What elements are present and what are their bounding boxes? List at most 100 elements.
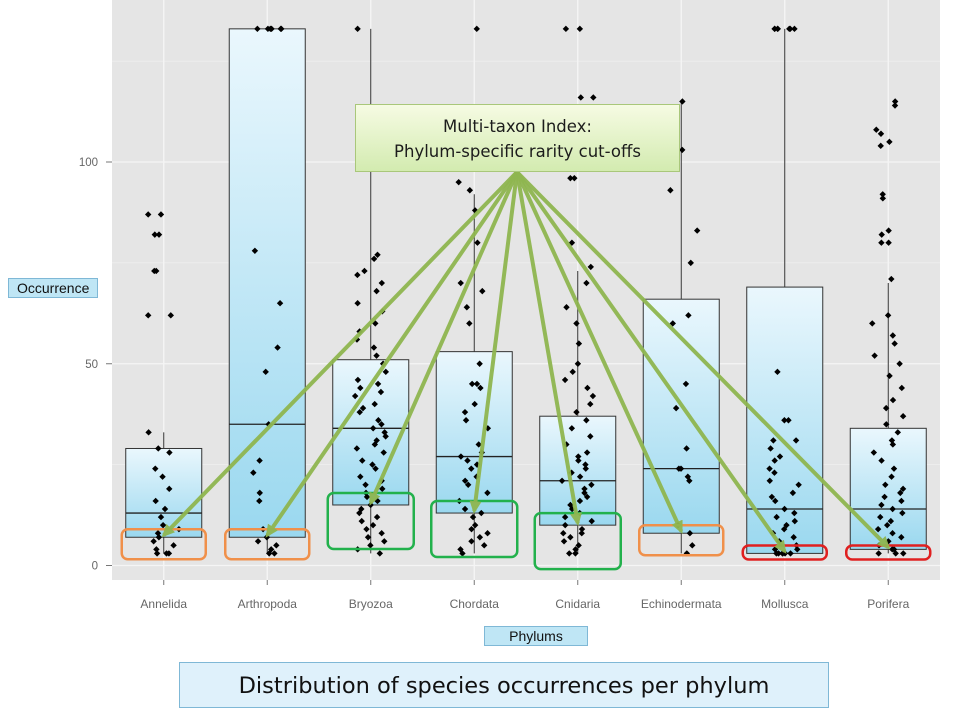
- data-point: [573, 320, 580, 327]
- data-point: [466, 320, 473, 327]
- box-arthropoda: [228, 28, 306, 554]
- data-point: [882, 404, 890, 412]
- data-point: [889, 505, 896, 513]
- chart-title: Distribution of species occurrences per …: [179, 662, 829, 708]
- data-point: [587, 433, 594, 440]
- data-point: [351, 392, 359, 400]
- data-point: [370, 344, 378, 351]
- box-chordata: [435, 194, 513, 554]
- data-point: [885, 227, 892, 234]
- data-point: [672, 404, 680, 412]
- data-point: [560, 530, 567, 537]
- data-point: [767, 445, 774, 452]
- data-point: [780, 525, 788, 533]
- data-point: [894, 429, 902, 436]
- data-point: [682, 380, 690, 388]
- data-point: [170, 542, 177, 549]
- data-point: [879, 195, 887, 202]
- data-point: [583, 417, 590, 424]
- data-point: [771, 469, 778, 476]
- data-point: [875, 550, 882, 557]
- callout-box: Multi-taxon Index: Phylum-specific rarit…: [355, 104, 680, 172]
- data-point: [567, 534, 574, 541]
- callout-line-1: Multi-taxon Index:: [443, 117, 592, 136]
- data-point: [768, 493, 776, 501]
- data-point: [155, 534, 163, 541]
- x-tick-label: Mollusca: [761, 597, 809, 611]
- data-point: [891, 340, 898, 347]
- data-point: [888, 473, 895, 480]
- callout-arrow: [515, 171, 684, 534]
- x-tick-label: Echinodermata: [641, 597, 722, 611]
- data-point: [877, 513, 884, 521]
- box-body: [125, 447, 203, 538]
- data-point: [871, 352, 878, 359]
- data-point: [885, 239, 892, 246]
- data-point: [484, 530, 491, 537]
- data-point: [468, 380, 476, 388]
- data-point: [792, 437, 800, 444]
- data-point: [371, 400, 378, 408]
- data-point: [874, 525, 882, 533]
- data-point: [889, 530, 896, 537]
- data-point: [869, 320, 876, 327]
- data-point: [369, 425, 377, 432]
- x-tick-label: Arthropoda: [238, 597, 298, 611]
- data-point: [791, 25, 798, 33]
- data-point: [561, 376, 569, 384]
- data-point: [890, 465, 898, 472]
- data-point: [378, 421, 385, 428]
- data-point: [367, 542, 374, 549]
- callout-arrow: [515, 170, 891, 550]
- data-point: [376, 550, 383, 557]
- data-point: [582, 465, 589, 472]
- data-point: [254, 538, 262, 545]
- data-point: [353, 445, 361, 452]
- data-point: [354, 25, 361, 33]
- box-cnidaria: [539, 270, 617, 554]
- data-point: [581, 489, 588, 497]
- data-point: [151, 231, 159, 238]
- data-point: [886, 372, 893, 380]
- data-point: [870, 449, 878, 456]
- data-point: [790, 534, 797, 541]
- data-point: [374, 251, 381, 259]
- data-point: [878, 501, 885, 509]
- data-point: [251, 247, 259, 254]
- data-point: [572, 550, 579, 557]
- data-point: [377, 388, 385, 396]
- data-point: [882, 481, 889, 488]
- data-point: [898, 497, 905, 505]
- data-point: [476, 534, 484, 541]
- data-point: [364, 534, 372, 541]
- data-point: [582, 461, 589, 468]
- data-point: [588, 481, 595, 488]
- data-point: [877, 130, 885, 137]
- data-point: [378, 279, 386, 287]
- data-point: [567, 501, 574, 509]
- data-point: [354, 300, 361, 307]
- data-point: [264, 25, 272, 33]
- data-point: [144, 211, 152, 218]
- y-tick-label: 100: [79, 157, 98, 169]
- data-point: [154, 530, 162, 537]
- x-tick-label: Bryozoa: [349, 597, 393, 611]
- data-point: [791, 517, 798, 525]
- data-point: [256, 489, 263, 497]
- data-point: [468, 525, 475, 533]
- data-point: [576, 497, 584, 505]
- y-tick-label: 50: [85, 359, 98, 371]
- data-point: [689, 542, 696, 549]
- data-point: [563, 304, 570, 311]
- data-point: [891, 98, 899, 105]
- data-point: [461, 477, 469, 484]
- data-point: [684, 473, 692, 480]
- data-point: [474, 239, 481, 246]
- data-point: [683, 550, 691, 557]
- data-point: [878, 239, 885, 246]
- data-point: [669, 320, 676, 327]
- y-axis-label: Occurrence: [8, 278, 99, 298]
- data-point: [560, 538, 568, 545]
- data-point: [667, 187, 674, 194]
- data-point: [374, 380, 382, 388]
